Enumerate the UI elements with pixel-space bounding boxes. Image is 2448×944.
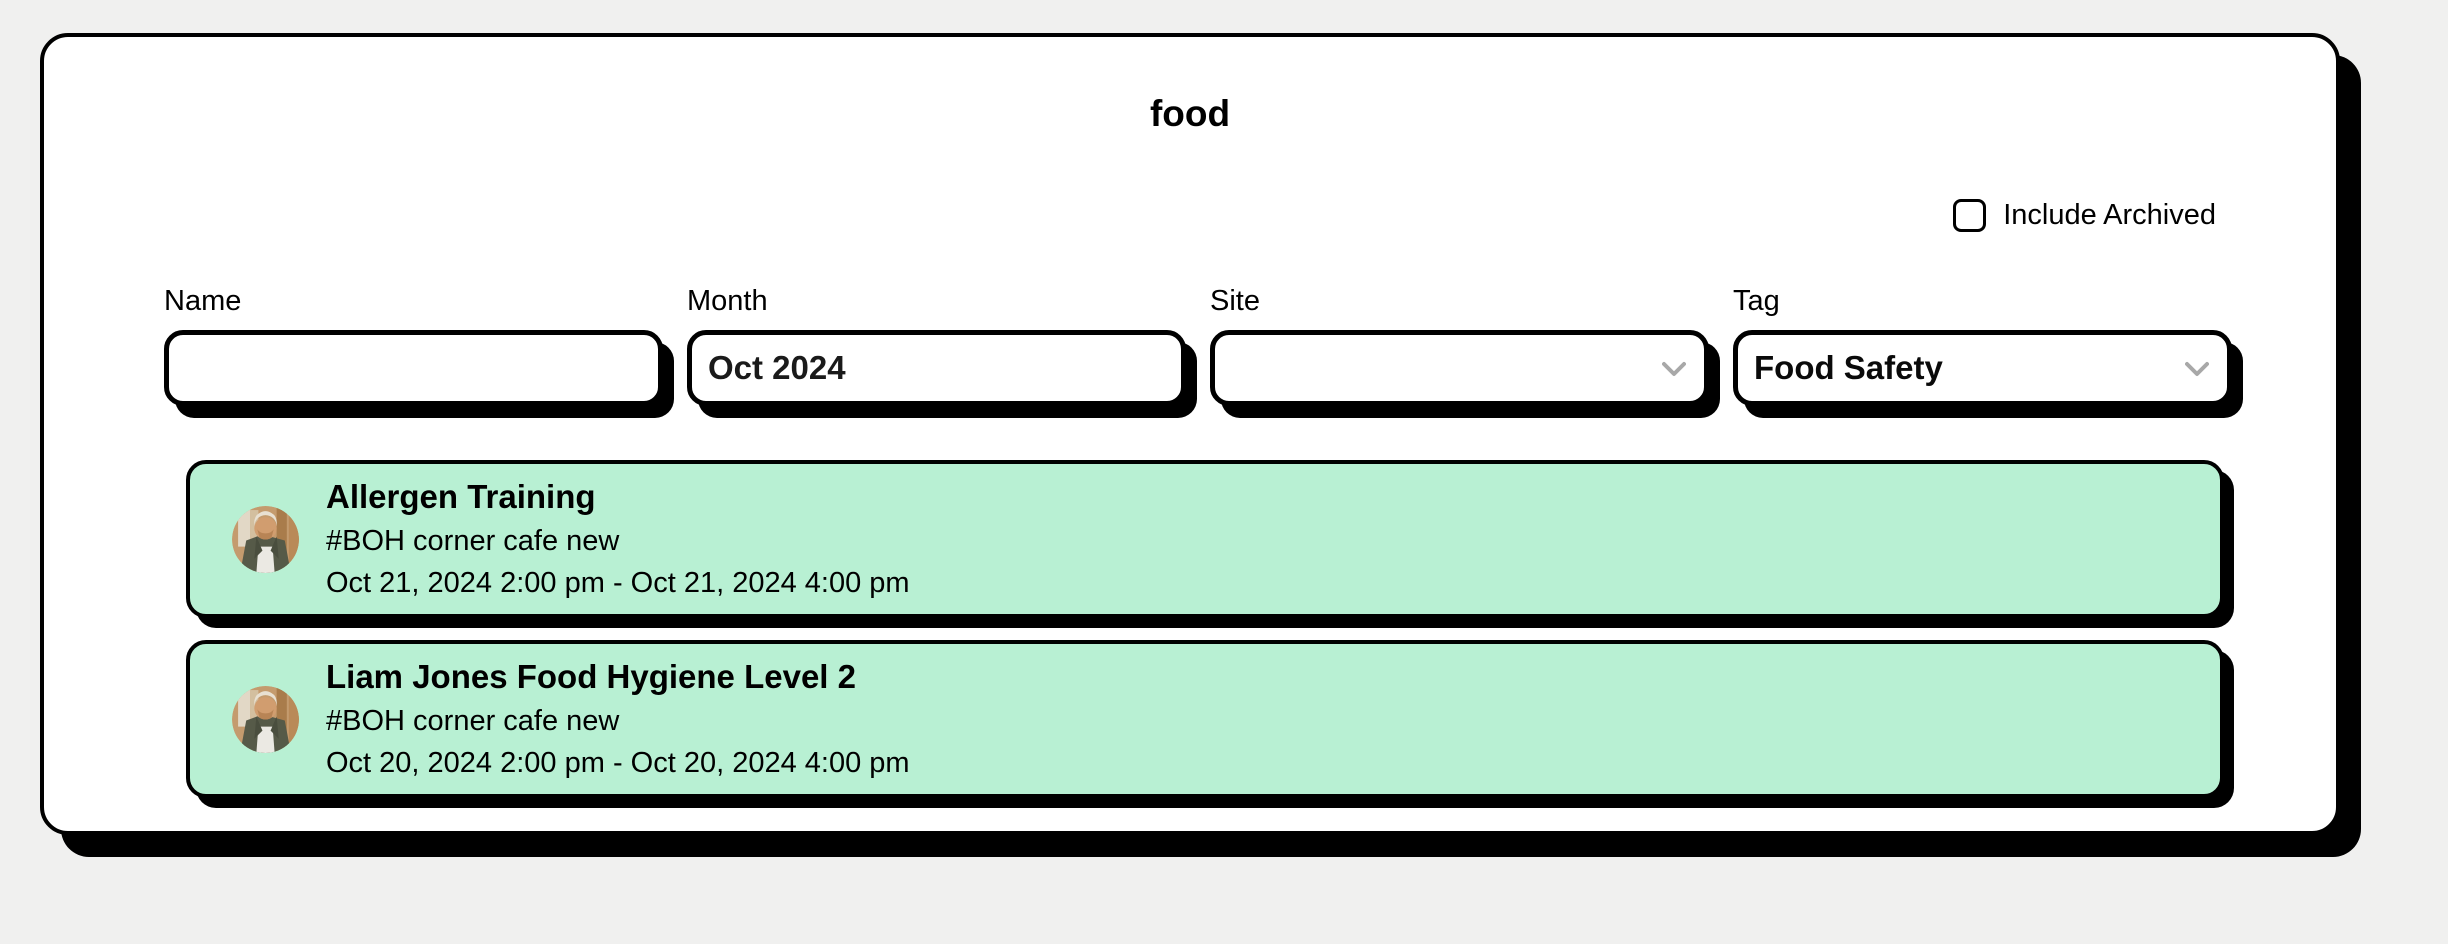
month-field-box — [687, 330, 1186, 406]
filter-tag: Tag Food Safety — [1733, 285, 2232, 406]
month-input[interactable] — [692, 335, 1181, 401]
event-title: Liam Jones Food Hygiene Level 2 — [326, 658, 856, 695]
avatar — [232, 685, 299, 753]
name-label: Name — [164, 285, 242, 317]
chevron-down-icon — [2185, 362, 2209, 376]
name-input[interactable] — [169, 335, 658, 401]
event-text: Liam Jones Food Hygiene Level 2 #BOH cor… — [326, 654, 910, 784]
filter-row: Name Month Site Tag Food Safety — [164, 285, 2232, 406]
event-group: #BOH corner cafe new — [326, 525, 620, 557]
tag-select[interactable]: Food Safety — [1733, 330, 2232, 406]
event-time: Oct 20, 2024 2:00 pm - Oct 20, 2024 4:00… — [326, 747, 910, 779]
site-label: Site — [1210, 285, 1260, 317]
include-archived-checkbox[interactable] — [1953, 199, 1987, 232]
event-card[interactable]: Liam Jones Food Hygiene Level 2 #BOH cor… — [186, 640, 2224, 798]
event-group: #BOH corner cafe new — [326, 705, 620, 737]
tag-select-value: Food Safety — [1754, 349, 1943, 386]
filter-name: Name — [164, 285, 663, 406]
filter-month: Month — [687, 285, 1186, 406]
include-archived-label: Include Archived — [2003, 199, 2216, 231]
avatar — [232, 505, 299, 573]
page-title: food — [1149, 93, 1231, 134]
include-archived-row: Include Archived — [1953, 199, 2216, 232]
month-label: Month — [687, 285, 768, 317]
filter-site: Site — [1210, 285, 1709, 406]
tag-label: Tag — [1733, 285, 1780, 317]
site-select[interactable] — [1210, 330, 1709, 406]
chevron-down-icon — [1662, 362, 1686, 376]
main-panel: food Include Archived Name Month Site — [40, 33, 2340, 835]
event-list: Allergen Training #BOH corner cafe new O… — [186, 460, 2224, 820]
name-field-box — [164, 330, 663, 406]
event-card[interactable]: Allergen Training #BOH corner cafe new O… — [186, 460, 2224, 618]
event-time: Oct 21, 2024 2:00 pm - Oct 21, 2024 4:00… — [326, 567, 910, 599]
event-text: Allergen Training #BOH corner cafe new O… — [326, 474, 910, 604]
event-title: Allergen Training — [326, 478, 596, 515]
